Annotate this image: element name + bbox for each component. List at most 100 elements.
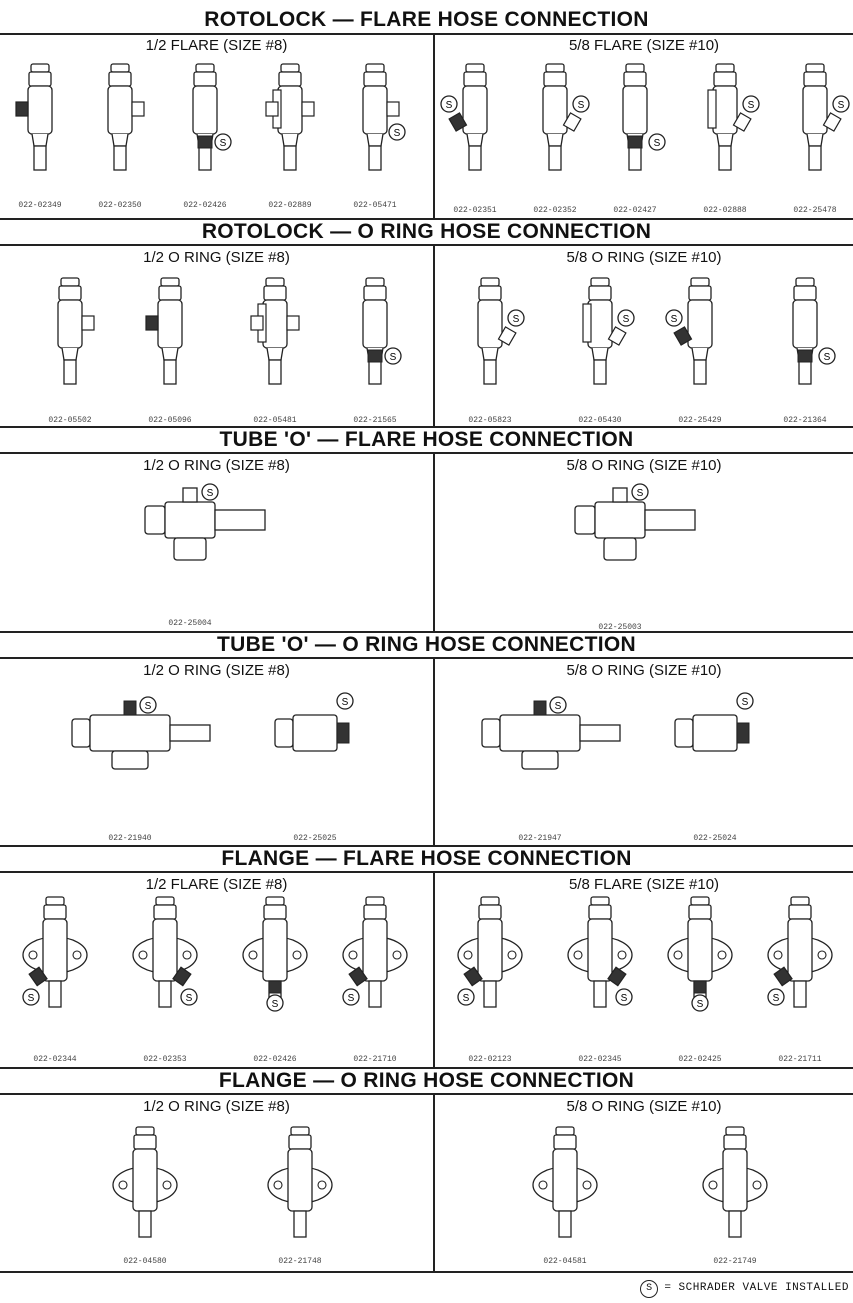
column-divider xyxy=(433,452,435,631)
section-flange-oring: FLANGE — O RING HOSE CONNECTION 1/2 O RI… xyxy=(0,1067,853,1273)
svg-text:S: S xyxy=(342,697,349,708)
part-number: 022-05823 xyxy=(468,416,512,425)
part-number: 022-02351 xyxy=(453,206,497,215)
section-rule-top xyxy=(0,845,853,847)
svg-text:S: S xyxy=(742,697,749,708)
svg-text:S: S xyxy=(621,993,628,1004)
part-number: 022-02353 xyxy=(143,1055,187,1064)
part-number: 022-21749 xyxy=(713,1257,757,1266)
section-flange-flare: FLANGE — FLARE HOSE CONNECTION 1/2 FLARE… xyxy=(0,845,853,1067)
part-number: 022-02123 xyxy=(468,1055,512,1064)
svg-text:S: S xyxy=(578,100,585,111)
left-valve-drawings xyxy=(112,1126,333,1238)
svg-text:S: S xyxy=(637,488,644,499)
section-tube-flare: TUBE 'O' — FLARE HOSE CONNECTION 1/2 O R… xyxy=(0,426,853,632)
part-number: 022-02889 xyxy=(268,201,312,210)
section-rule xyxy=(0,657,853,659)
part-number: 022-02426 xyxy=(183,201,227,210)
section-rule xyxy=(0,871,853,873)
schrader-symbol: S xyxy=(640,1280,659,1298)
section-rule xyxy=(0,33,853,35)
svg-text:S: S xyxy=(697,999,704,1010)
part-number: 022-05096 xyxy=(148,416,192,425)
svg-text:S: S xyxy=(463,993,470,1004)
column-divider xyxy=(433,244,435,426)
left-size-label: 1/2 O RING (SIZE #8) xyxy=(143,249,290,266)
svg-text:S: S xyxy=(390,352,397,363)
part-number: 022-21940 xyxy=(108,834,152,843)
svg-text:S: S xyxy=(824,352,831,363)
section-rule-top xyxy=(0,631,853,633)
part-number: 022-02426 xyxy=(253,1055,297,1064)
legend-text: = SCHRADER VALVE INSTALLED xyxy=(664,1282,849,1294)
part-number: 022-02425 xyxy=(678,1055,722,1064)
column-divider xyxy=(433,33,435,218)
part-number: 022-21947 xyxy=(518,834,562,843)
left-valve-drawings: SS xyxy=(15,63,406,171)
part-number: 022-02888 xyxy=(703,206,747,215)
right-size-label: 5/8 FLARE (SIZE #10) xyxy=(568,37,720,54)
svg-text:S: S xyxy=(394,128,401,139)
part-number: 022-25024 xyxy=(693,834,737,843)
section-rule-bottom xyxy=(0,1271,853,1273)
part-number: 022-21748 xyxy=(278,1257,322,1266)
part-number: 022-04581 xyxy=(543,1257,587,1266)
section-rule xyxy=(0,244,853,246)
section-rule xyxy=(0,1093,853,1095)
section-rotolock-flare: ROTOLOCK — FLARE HOSE CONNECTION 1/2 FLA… xyxy=(0,6,853,218)
part-number: 022-04580 xyxy=(123,1257,167,1266)
legend: S = SCHRADER VALVE INSTALLED xyxy=(640,1280,849,1298)
right-size-label: 5/8 O RING (SIZE #10) xyxy=(566,249,722,266)
part-number: 022-25003 xyxy=(598,623,642,632)
svg-text:S: S xyxy=(513,314,520,325)
left-size-label: 1/2 O RING (SIZE #8) xyxy=(143,662,290,679)
part-number: 022-21364 xyxy=(783,416,827,425)
column-divider xyxy=(433,1093,435,1273)
left-size-label: 1/2 O RING (SIZE #8) xyxy=(143,1098,290,1115)
right-size-label: 5/8 O RING (SIZE #10) xyxy=(566,1098,722,1115)
part-number: 022-02352 xyxy=(533,206,577,215)
section-rule-top xyxy=(0,218,853,220)
part-number: 022-25478 xyxy=(793,206,837,215)
part-number: 022-05430 xyxy=(578,416,622,425)
section-title: ROTOLOCK — FLARE HOSE CONNECTION xyxy=(204,8,649,31)
svg-text:S: S xyxy=(748,100,755,111)
part-number: 022-02349 xyxy=(18,201,62,210)
svg-text:S: S xyxy=(446,100,453,111)
section-title: ROTOLOCK — O RING HOSE CONNECTION xyxy=(201,220,652,243)
svg-text:S: S xyxy=(186,993,193,1004)
svg-text:S: S xyxy=(838,100,845,111)
part-number: 022-25429 xyxy=(678,416,722,425)
part-number: 022-05471 xyxy=(353,201,397,210)
part-number: 022-02427 xyxy=(613,206,657,215)
part-number: 022-05481 xyxy=(253,416,297,425)
svg-text:S: S xyxy=(555,701,562,712)
part-number: 022-21565 xyxy=(353,416,397,425)
svg-text:S: S xyxy=(623,314,630,325)
left-size-label: 1/2 O RING (SIZE #8) xyxy=(143,457,290,474)
svg-text:S: S xyxy=(145,701,152,712)
section-title: TUBE 'O' — O RING HOSE CONNECTION xyxy=(217,633,636,656)
section-title: TUBE 'O' — FLARE HOSE CONNECTION xyxy=(219,428,634,451)
part-number: 022-21711 xyxy=(778,1055,822,1064)
section-rotolock-oring: ROTOLOCK — O RING HOSE CONNECTION 1/2 O … xyxy=(0,218,853,426)
section-tube-oring: TUBE 'O' — O RING HOSE CONNECTION 1/2 O … xyxy=(0,631,853,845)
left-valve-drawings: S xyxy=(144,483,266,561)
svg-text:S: S xyxy=(207,488,214,499)
section-rule-top xyxy=(0,426,853,428)
right-size-label: 5/8 O RING (SIZE #10) xyxy=(566,457,722,474)
section-title: FLANGE — O RING HOSE CONNECTION xyxy=(218,1069,635,1092)
section-rule xyxy=(0,452,853,454)
column-divider xyxy=(433,871,435,1067)
column-divider xyxy=(433,657,435,845)
part-number: 022-25025 xyxy=(293,834,337,843)
left-size-label: 1/2 FLARE (SIZE #8) xyxy=(145,37,288,54)
svg-text:S: S xyxy=(348,993,355,1004)
left-valve-drawings: S xyxy=(57,277,402,385)
